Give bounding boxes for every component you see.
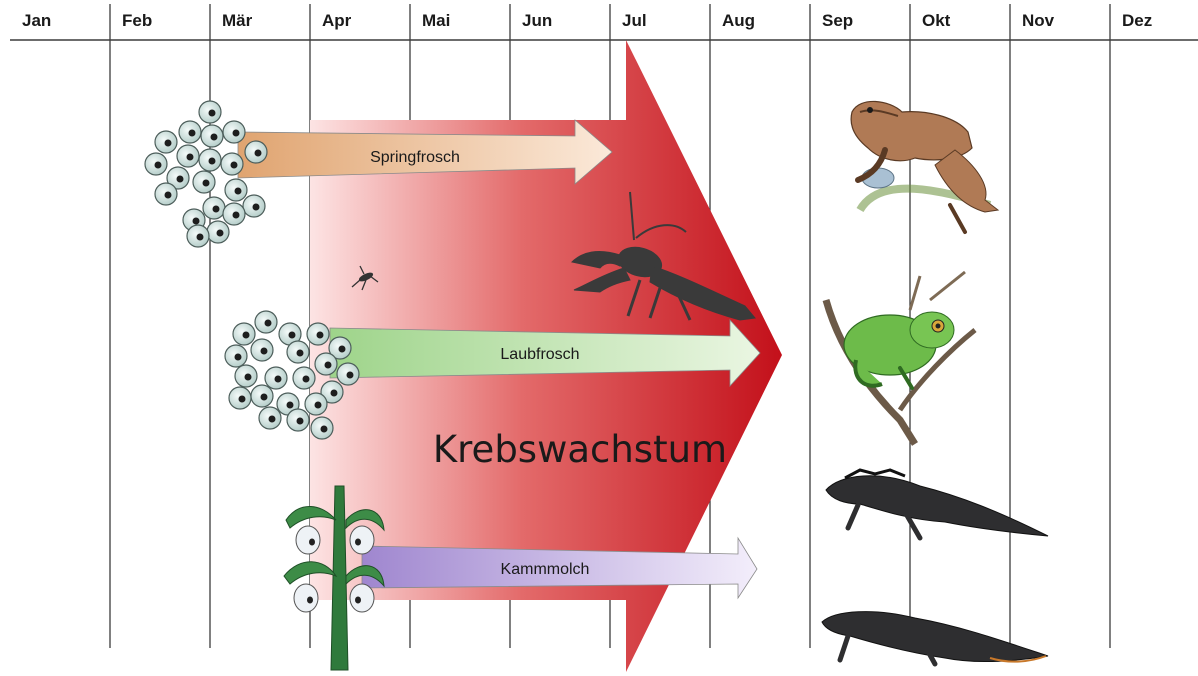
- egg-embryo: [297, 350, 304, 357]
- egg-embryo: [287, 402, 294, 409]
- egg-embryo: [189, 130, 196, 137]
- laubfrosch-label: Laubfrosch: [500, 346, 579, 363]
- egg-embryo: [217, 230, 224, 237]
- egg-embryo: [253, 204, 260, 211]
- egg-embryo: [203, 180, 210, 187]
- month-label: Dez: [1122, 11, 1152, 30]
- egg-embryo: [339, 346, 346, 353]
- egg-embryo: [275, 376, 282, 383]
- springfrosch-label: Springfrosch: [370, 149, 460, 166]
- month-label: Nov: [1022, 11, 1055, 30]
- growth-label: Krebswachstum: [433, 428, 727, 471]
- egg-embryo: [347, 372, 354, 379]
- month-label: Mär: [222, 11, 253, 30]
- month-label: Mai: [422, 11, 450, 30]
- egg-embryo: [297, 418, 304, 425]
- egg-embryo: [239, 396, 246, 403]
- month-label: Aug: [722, 11, 755, 30]
- egg-embryo: [233, 212, 240, 219]
- egg-embryo: [261, 348, 268, 355]
- egg-embryo: [261, 394, 268, 401]
- kammmolch-label: Kammmolch: [501, 561, 590, 578]
- egg-embryo: [209, 158, 216, 165]
- egg-embryo: [269, 416, 276, 423]
- egg-embryo: [245, 374, 252, 381]
- crested-newt-icon: [826, 470, 1048, 538]
- egg-embryo: [233, 130, 240, 137]
- tree-frog-icon: [826, 272, 975, 444]
- egg-embryo: [289, 332, 296, 339]
- egg-embryo: [265, 320, 272, 327]
- egg-embryo: [165, 192, 172, 199]
- month-label: Jul: [622, 11, 647, 30]
- egg-embryo: [303, 376, 310, 383]
- egg-embryo: [177, 176, 184, 183]
- month-label: Feb: [122, 11, 152, 30]
- egg-embryo: [235, 354, 242, 361]
- egg-embryo: [187, 154, 194, 161]
- egg-embryo: [255, 150, 262, 157]
- month-label: Jan: [22, 11, 51, 30]
- egg-embryo: [155, 162, 162, 169]
- egg-embryo: [197, 234, 204, 241]
- egg-embryo: [331, 390, 338, 397]
- month-label: Okt: [922, 11, 951, 30]
- egg-embryo: [209, 110, 216, 117]
- egg-embryo: [315, 402, 322, 409]
- egg-embryo: [317, 332, 324, 339]
- egg-embryo: [243, 332, 250, 339]
- month-label: Sep: [822, 11, 853, 30]
- egg-embryo: [231, 162, 238, 169]
- egg-embryo: [325, 362, 332, 369]
- month-label: Apr: [322, 11, 352, 30]
- egg-embryo: [193, 218, 200, 225]
- egg-embryo: [321, 426, 328, 433]
- month-label: Jun: [522, 11, 552, 30]
- egg-embryo: [211, 134, 218, 141]
- egg-embryo: [213, 206, 220, 213]
- agile-frog-icon: [851, 101, 998, 232]
- egg-embryo: [165, 140, 172, 147]
- crested-newt-icon: [822, 612, 1048, 664]
- egg-embryo: [235, 188, 242, 195]
